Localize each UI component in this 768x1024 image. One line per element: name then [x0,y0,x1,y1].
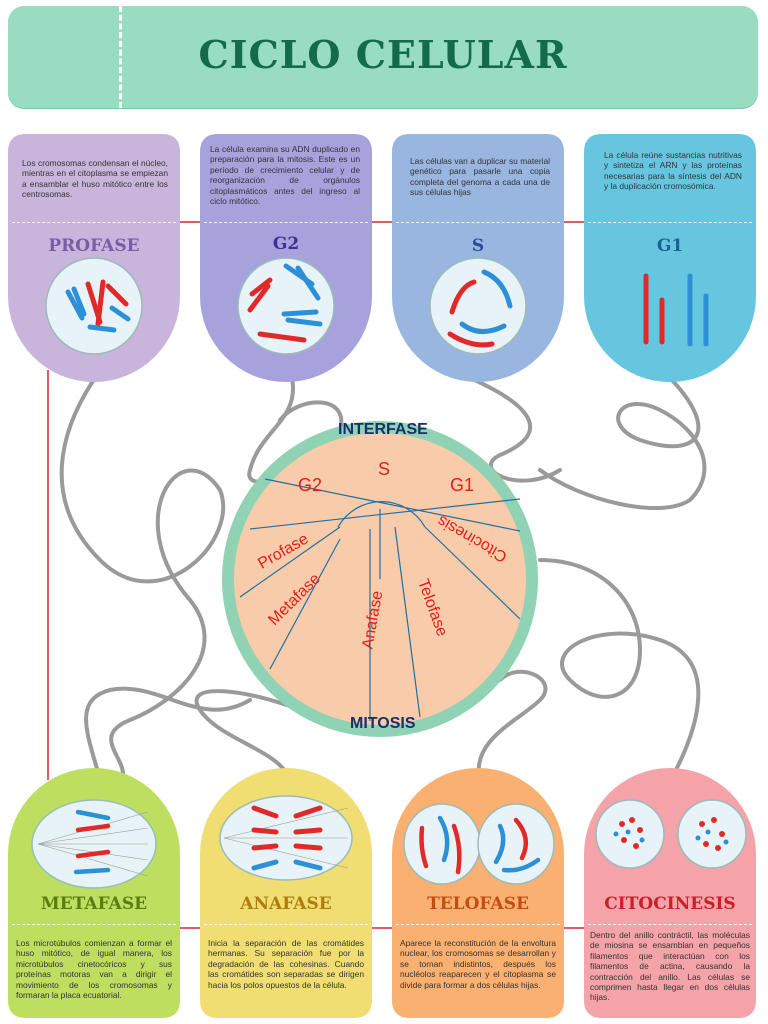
card-s: Las células van a duplicar su material g… [392,134,564,382]
interfase-label: INTERFASE [338,421,428,438]
card-phase-title: TELOFASE [427,894,529,914]
card-phase-title: S [471,236,485,256]
card-description: Aparece la reconstitución de la envoltur… [400,938,556,990]
cycle-wheel-graphic [222,421,538,737]
title-bar: CICLO CELULAR [8,6,758,108]
card-shape [584,768,756,1018]
card-anafase: ANAFASE Inicia la separación de las crom… [200,768,372,1018]
card-phase-title: G2 [272,234,300,254]
card-description: Los microtúbulos comienzan a formar el h… [16,938,172,1001]
card-description: Dentro del anillo contráctil, las molécu… [590,930,750,1003]
card-shape [584,134,756,382]
card-divider [12,222,176,223]
card-phase-title: G1 [656,236,684,256]
card-metafase: METAFASE Los microtúbulos comienzan a fo… [8,768,180,1018]
card-phase-title: METAFASE [40,894,148,914]
card-divider [204,222,368,223]
card-divider [12,924,176,925]
card-divider [588,222,752,223]
card-shape [200,768,372,1018]
card-description: La célula examina su ADN duplicado en pr… [210,144,360,207]
segment-g1: G1 [450,475,475,495]
card-g1: La célula reúne sustancias nutritivas y … [584,134,756,382]
card-description: Inicia la separación de las cromátides h… [208,938,364,990]
page-title: CICLO CELULAR [198,32,568,77]
card-phase-title: PROFASE [48,236,140,256]
card-shape [8,768,180,1018]
segment-s: S [378,459,391,479]
card-description: Las células van a duplicar su material g… [410,156,550,198]
card-shape [8,134,180,382]
card-shape [392,134,564,382]
card-citocinesis: CITOCINESIS Dentro del anillo contráctil… [584,768,756,1018]
card-phase-title: ANAFASE [240,894,332,914]
card-profase: Los cromosomas condensan el núcleo, mien… [8,134,180,382]
card-divider [396,222,560,223]
card-divider [396,924,560,925]
card-phase-title: CITOCINESIS [604,894,736,914]
title-divider [119,6,122,108]
segment-g2: G2 [298,475,323,495]
card-description: La célula reúne sustancias nutritivas y … [604,150,742,192]
mitosis-label: MITOSIS [350,715,416,732]
card-shape [392,768,564,1018]
card-shape [200,134,372,382]
card-description: Los cromosomas condensan el núcleo, mien… [22,158,168,200]
card-divider [204,924,368,925]
card-telofase: TELOFASE Aparece la reconstitución de la… [392,768,564,1018]
card-g2: La célula examina su ADN duplicado en pr… [200,134,372,382]
card-divider [588,924,752,925]
cell-cycle-wheel: INTERFASE MITOSIS S G2 G1 Citocinesis Pr… [220,419,540,739]
